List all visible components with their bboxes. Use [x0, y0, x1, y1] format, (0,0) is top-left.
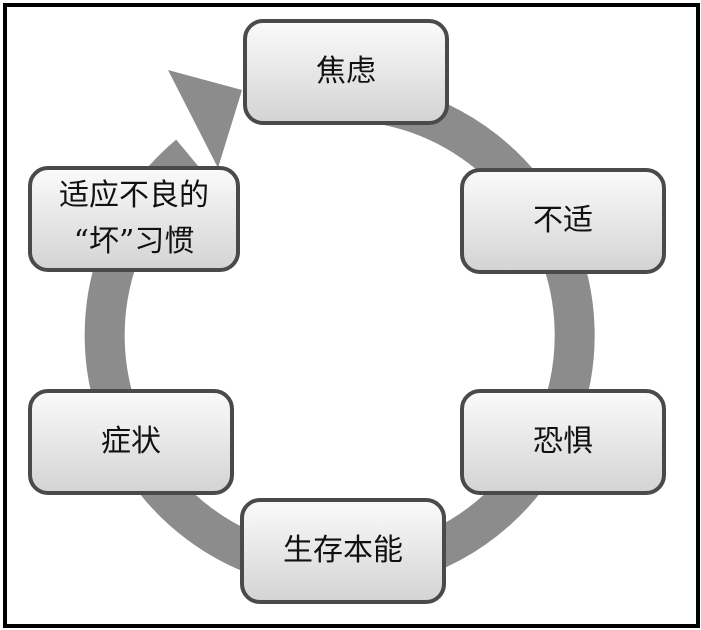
- node-symptoms: 症状: [28, 389, 234, 495]
- node-label-line2: “坏”习惯: [73, 224, 195, 259]
- node-bad-habits: 适应不良的 “坏”习惯: [28, 166, 240, 272]
- node-label: 生存本能: [283, 533, 403, 568]
- node-label-line1: 适应不良的: [59, 178, 209, 213]
- node-survival-instinct: 生存本能: [240, 498, 446, 604]
- node-label: 恐惧: [533, 424, 593, 459]
- outer-frame: [3, 3, 700, 628]
- arrowhead-icon: [168, 70, 242, 168]
- node-label: 不适: [533, 203, 593, 238]
- node-anxiety: 焦虑: [243, 19, 449, 125]
- node-label: 焦虑: [316, 54, 376, 89]
- node-fear: 恐惧: [460, 389, 666, 495]
- node-label: 症状: [101, 424, 161, 459]
- node-discomfort: 不适: [460, 168, 666, 274]
